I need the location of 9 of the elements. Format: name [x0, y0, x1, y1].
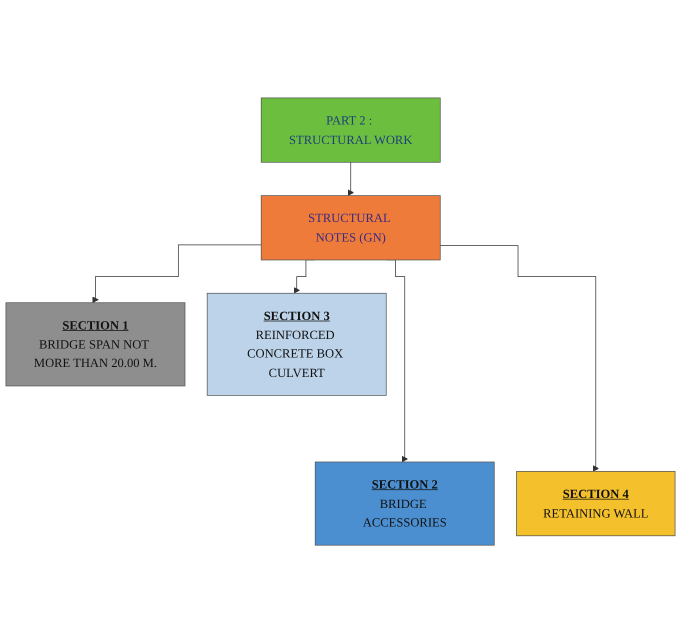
- node-box: SECTION 3 REINFORCED CONCRETE BOX CULVERT: [206, 293, 387, 396]
- node-box: STRUCTURAL NOTES (GN): [260, 196, 441, 261]
- arrow: [347, 162, 354, 196]
- node-box: SECTION 1 BRIDGE SPAN NOT MORE THAN 20.00 M.: [6, 302, 186, 387]
- arrow: [440, 246, 600, 472]
- node-box: SECTION 4 RETAINING WALL: [516, 471, 676, 537]
- arrow: [92, 244, 262, 304]
- node-box: PART 2 : STRUCTURAL WORK: [260, 98, 441, 164]
- node-box: SECTION 2 BRIDGE ACCESSORIES: [314, 462, 495, 546]
